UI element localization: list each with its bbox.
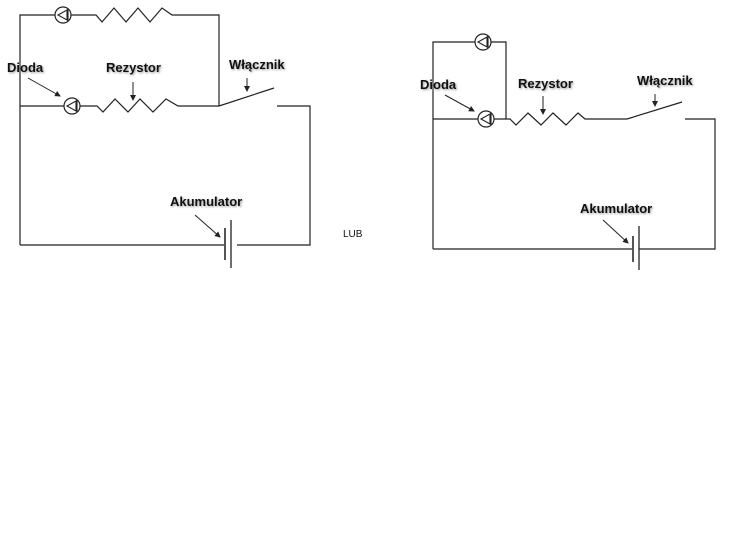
label-resistor-right: Rezystor [518, 76, 573, 91]
circuit-right [432, 33, 716, 270]
label-diode-left: Dioda [7, 60, 44, 75]
switch-symbol [626, 101, 683, 120]
label-switch-left: Włącznik [229, 57, 285, 72]
diode-symbol-parallel [474, 33, 492, 51]
label-battery-left: Akumulator [170, 194, 243, 209]
label-switch-right: Włącznik [637, 73, 693, 88]
label-resistor-left: Rezystor [106, 60, 161, 75]
diode-symbol [477, 110, 495, 128]
label-diode-right: Dioda [420, 77, 457, 92]
diode-symbol-parallel [54, 6, 72, 24]
diode-symbol [63, 97, 81, 115]
switch-symbol [218, 87, 275, 107]
circuit-left [19, 6, 311, 268]
resistor-symbol-parallel [71, 7, 220, 106]
resistor-symbol [494, 112, 627, 126]
resistor-symbol [80, 98, 219, 113]
label-battery-right: Akumulator [580, 201, 653, 216]
separator-text: LUB [343, 229, 363, 240]
